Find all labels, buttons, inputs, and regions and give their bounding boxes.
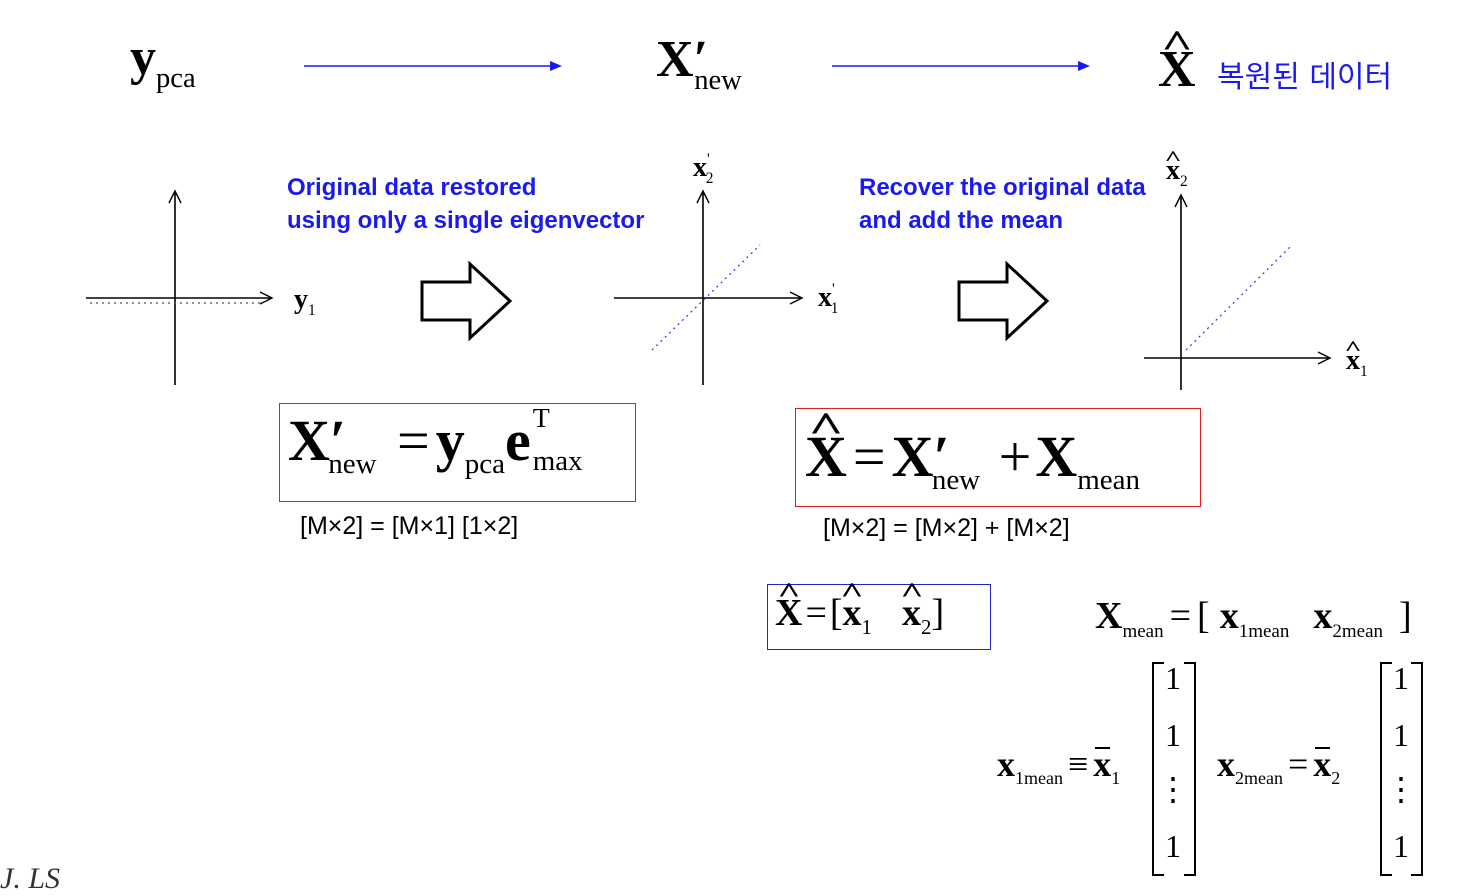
equation-x2mean: x2mean=x2 — [1217, 744, 1341, 789]
flow-xnew-prime: ′ — [693, 31, 709, 88]
ones-vector-2-entry: 1 — [1393, 717, 1409, 753]
plot-3-x-label: x1 — [1346, 345, 1368, 380]
equation-xhat: X=X′new +Xmean — [805, 423, 1140, 496]
equation-xhat-columns-box — [767, 584, 991, 650]
equation-xnew-box — [279, 403, 636, 502]
plot-1 — [86, 189, 274, 385]
flow-korean-label: 복원된 데이터 — [1217, 60, 1393, 95]
flow-y-base: y — [130, 29, 156, 86]
ones-vector-1-entry: 1 — [1165, 660, 1181, 696]
equation-xnew-dims: [M×2] = [M×1] [1×2] — [300, 512, 519, 540]
ones-vector-1-entry: 1 — [1165, 717, 1181, 753]
caption-left-line2: using only a single eigenvector — [287, 207, 645, 234]
plot-2-y-label: x'2 — [693, 150, 714, 187]
plot-3-y-label: x2 — [1166, 155, 1188, 190]
big-arrow-1 — [420, 260, 513, 342]
equation-x1mean: x1mean≡x1 — [997, 744, 1121, 789]
flow-arrow-1 — [304, 61, 562, 71]
ones-vector-2-entry: 1 — [1393, 660, 1409, 696]
caption-left: Original data restored using only a sing… — [287, 171, 644, 237]
plot-3-recovered-data — [1185, 244, 1293, 351]
caption-right-line1: Recover the original data — [859, 174, 1146, 201]
caption-left-line1: Original data restored — [287, 174, 537, 201]
footer-author: J. LS — [0, 862, 60, 895]
equation-xhat-dims: [M×2] = [M×2] + [M×2] — [823, 514, 1070, 542]
ones-vector-2-entry: 1 — [1393, 828, 1409, 864]
ones-vector-1-left-bracket — [1152, 662, 1164, 876]
flow-x-new: X′new — [656, 30, 742, 96]
flow-y-pca: ypca — [130, 28, 196, 94]
flow-x-hat: X — [1158, 40, 1196, 99]
plot-2-x-label: x'1 — [818, 280, 839, 317]
ones-vector-2-right-bracket — [1411, 662, 1423, 876]
ones-vector-2-left-bracket — [1380, 662, 1392, 876]
caption-right: Recover the original data and add the me… — [859, 171, 1146, 237]
plot-1-x-label: y1 — [294, 284, 316, 319]
plot-3 — [1144, 193, 1332, 390]
caption-right-line2: and add the mean — [859, 207, 1064, 234]
plot-2-restored-data — [651, 244, 761, 351]
flow-xnew-base: X — [656, 31, 694, 88]
ones-vector-2-entry: ⋮ — [1385, 771, 1417, 807]
equation-xhat-box — [795, 408, 1201, 507]
flow-arrow-2 — [832, 61, 1090, 71]
flow-y-sub: pca — [156, 62, 196, 94]
flow-xhat-base: X — [1158, 40, 1196, 99]
equation-xhat-columns: X=[x1x2] — [775, 591, 944, 639]
plot-2 — [614, 189, 804, 385]
ones-vector-1-entry: 1 — [1165, 828, 1181, 864]
flow-xnew-sub: new — [694, 64, 742, 96]
big-arrow-2 — [957, 260, 1050, 342]
ones-vector-1-right-bracket — [1184, 662, 1196, 876]
ones-vector-1-entry: ⋮ — [1157, 771, 1189, 807]
